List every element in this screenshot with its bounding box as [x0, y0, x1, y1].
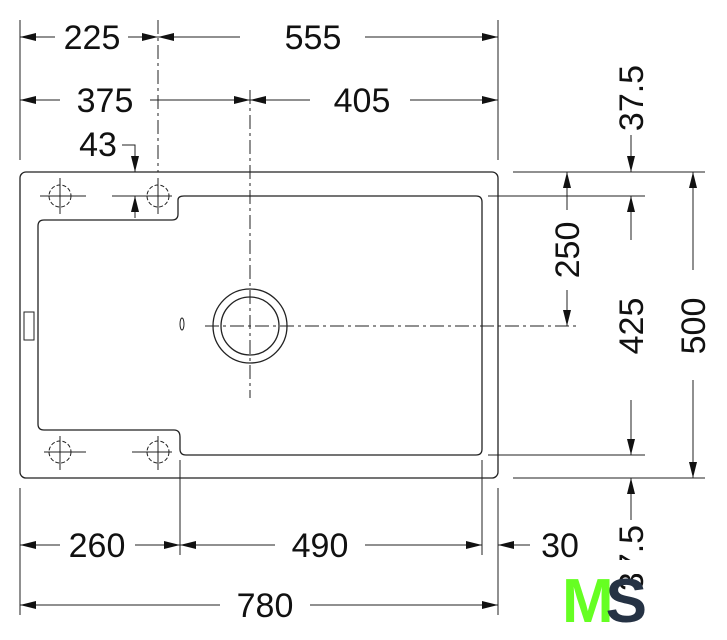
- sink-outline: [19, 171, 499, 479]
- dim-225: 225: [64, 19, 121, 57]
- dim-37-5-top: 37.5: [613, 65, 651, 131]
- overflow-slot: [23, 311, 35, 341]
- dim-43: 43: [79, 126, 117, 164]
- overflow-hole: [179, 317, 185, 331]
- tap-hole-icon: [132, 436, 172, 470]
- tap-hole-icon: [112, 178, 172, 214]
- tap-hole-icon: [40, 178, 86, 214]
- dim-405: 405: [334, 82, 391, 120]
- dim-490: 490: [292, 527, 349, 565]
- tap-hole-icon: [44, 436, 86, 470]
- dim-250: 250: [549, 222, 587, 279]
- ms-logo: MS: [562, 567, 647, 636]
- dim-37-5-bottom: 37.5: [613, 525, 651, 591]
- dim-780: 780: [237, 587, 294, 625]
- dim-555: 555: [285, 19, 342, 57]
- bowl-and-drainer-outline: [37, 195, 483, 456]
- tap-holes: [40, 178, 172, 470]
- dim-500: 500: [675, 298, 713, 355]
- dim-375: 375: [77, 82, 134, 120]
- dim-260: 260: [69, 527, 126, 565]
- dim-425: 425: [613, 298, 651, 355]
- dim-30: 30: [541, 527, 579, 565]
